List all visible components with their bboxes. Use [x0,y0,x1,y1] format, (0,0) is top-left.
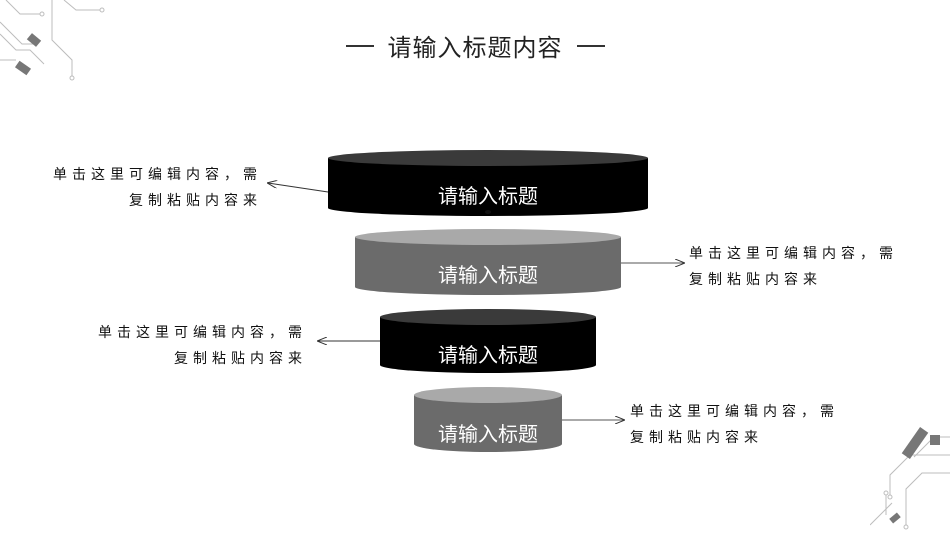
description-line-2: 复制粘贴内容来 [174,351,307,367]
funnel-layer-4[interactable] [414,387,562,452]
description-line-1: 单击这里可编辑内容，需 [98,325,307,341]
circuit-decoration-bottom-right-icon [870,427,950,530]
funnel-label-4[interactable]: 请输入标题 [438,422,538,446]
funnel-layer-1[interactable] [328,150,648,216]
description-line-2: 复制粘贴内容来 [630,430,763,446]
description-line-2: 复制粘贴内容来 [689,272,822,288]
arrow-layer-1 [268,183,329,193]
description-layer-1[interactable]: 单击这里可编辑内容，需 复制粘贴内容来 [22,162,262,214]
funnel-label-1[interactable]: 请输入标题 [438,184,538,208]
circuit-decoration-top-left-icon [0,0,105,81]
funnel-label-3[interactable]: 请输入标题 [438,343,538,367]
funnel-layer-2[interactable] [355,229,621,295]
title-left-dash [345,44,374,47]
description-line-1: 单击这里可编辑内容，需 [630,404,839,420]
description-layer-3[interactable]: 单击这里可编辑内容，需 复制粘贴内容来 [67,320,307,372]
title-right-dash [576,44,605,47]
description-line-1: 单击这里可编辑内容，需 [689,246,898,262]
description-line-2: 复制粘贴内容来 [129,193,262,209]
funnel-layer-3[interactable] [380,309,596,373]
funnel-label-2[interactable]: 请输入标题 [438,263,538,287]
description-layer-4[interactable]: 单击这里可编辑内容，需 复制粘贴内容来 [630,399,870,451]
title-row: 请输入标题内容 [0,28,950,63]
description-layer-2[interactable]: 单击这里可编辑内容，需 复制粘贴内容来 [689,241,929,293]
description-line-1: 单击这里可编辑内容，需 [53,167,262,183]
page-title[interactable]: 请输入标题内容 [387,34,563,62]
